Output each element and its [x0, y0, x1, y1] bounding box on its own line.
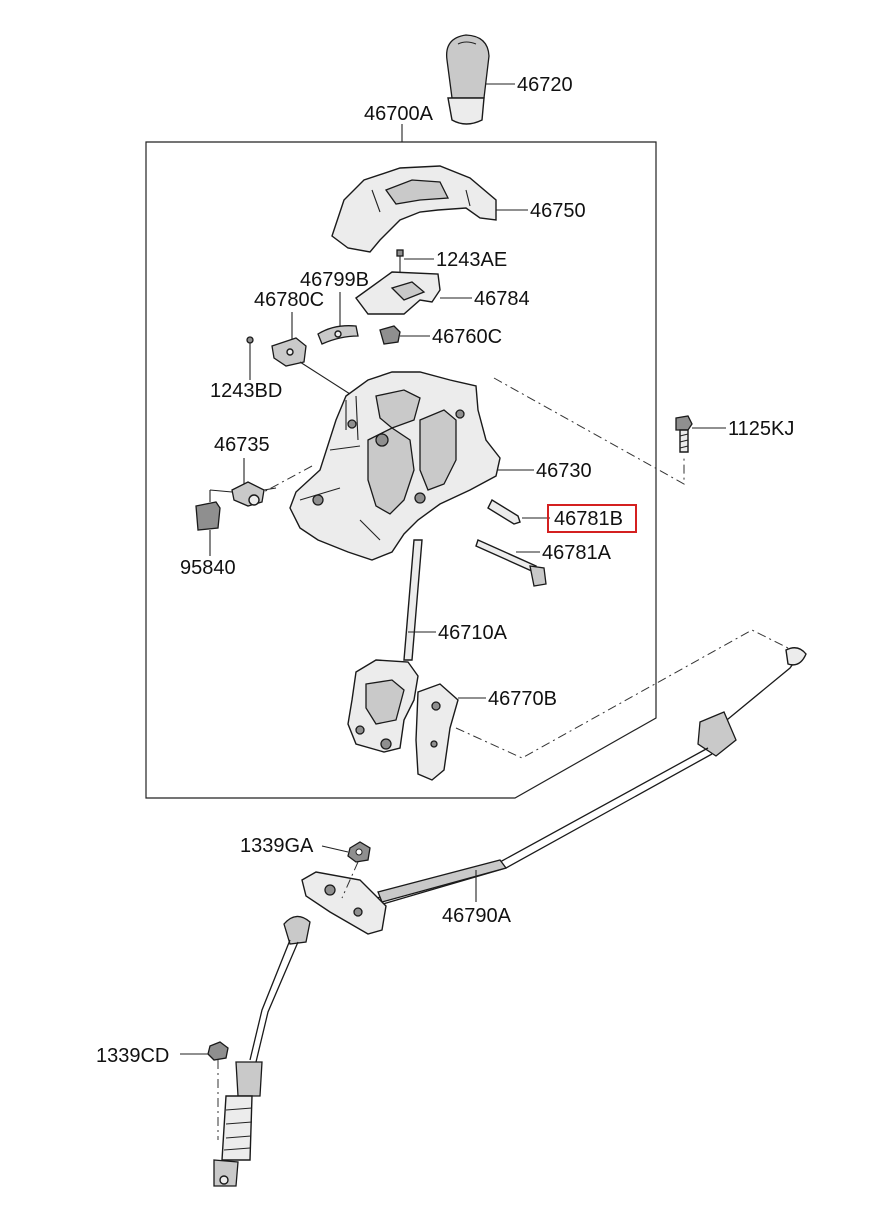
detent-lever-46735[interactable]	[231, 481, 277, 507]
pin-46781B[interactable]	[487, 499, 521, 525]
shift-knob[interactable]	[445, 34, 490, 125]
label-46781A: 46781A	[542, 542, 612, 564]
label-46790A: 46790A	[442, 905, 512, 927]
label-95840: 95840	[180, 557, 236, 579]
nut-1339GA[interactable]	[347, 841, 371, 863]
alignment-line-bolt	[493, 377, 685, 485]
highlight-box-46781B	[547, 504, 637, 533]
label-46760C: 46760C	[432, 326, 502, 348]
screw-1243BD[interactable]	[246, 336, 254, 356]
label-46750: 46750	[530, 200, 586, 222]
label-46784: 46784	[474, 288, 530, 310]
label-46730: 46730	[536, 460, 592, 482]
label-46735: 46735	[214, 434, 270, 456]
nut-1339CD[interactable]	[207, 1041, 229, 1061]
label-1243BD: 1243BD	[210, 380, 282, 402]
pin-46781A[interactable]	[475, 539, 547, 587]
slider-46799B[interactable]	[317, 325, 359, 345]
indicator-plate[interactable]	[355, 271, 441, 315]
label-1243AE: 1243AE	[436, 249, 507, 271]
shift-cable-46790A[interactable]	[213, 647, 807, 1187]
label-1339CD: 1339CD	[96, 1045, 169, 1067]
label-46700A: 46700A	[364, 103, 434, 125]
label-46781B: 46781B	[554, 508, 623, 530]
solenoid-95840[interactable]	[195, 489, 233, 531]
alignment-line-nut	[341, 861, 359, 899]
clip-46760C[interactable]	[379, 325, 401, 345]
label-1339GA: 1339GA	[240, 835, 314, 857]
bracket-46780C[interactable]	[271, 337, 307, 367]
label-46720: 46720	[517, 74, 573, 96]
label-1125KJ: 1125KJ	[728, 418, 794, 440]
bracket-46770B[interactable]	[415, 683, 459, 781]
assembly-frame	[145, 141, 657, 799]
label-46770B: 46770B	[488, 688, 557, 710]
shift-lever-housing[interactable]	[289, 371, 501, 561]
label-46799B: 46799B	[300, 269, 369, 291]
alignment-line-cable	[455, 629, 801, 759]
screw-1243AE[interactable]	[396, 249, 404, 272]
bolt-1125KJ[interactable]	[675, 415, 693, 453]
indicator-cover[interactable]	[331, 165, 497, 253]
label-46780C: 46780C	[254, 289, 324, 311]
shift-lever-46710A[interactable]	[347, 539, 423, 753]
label-46710A: 46710A	[438, 622, 508, 644]
